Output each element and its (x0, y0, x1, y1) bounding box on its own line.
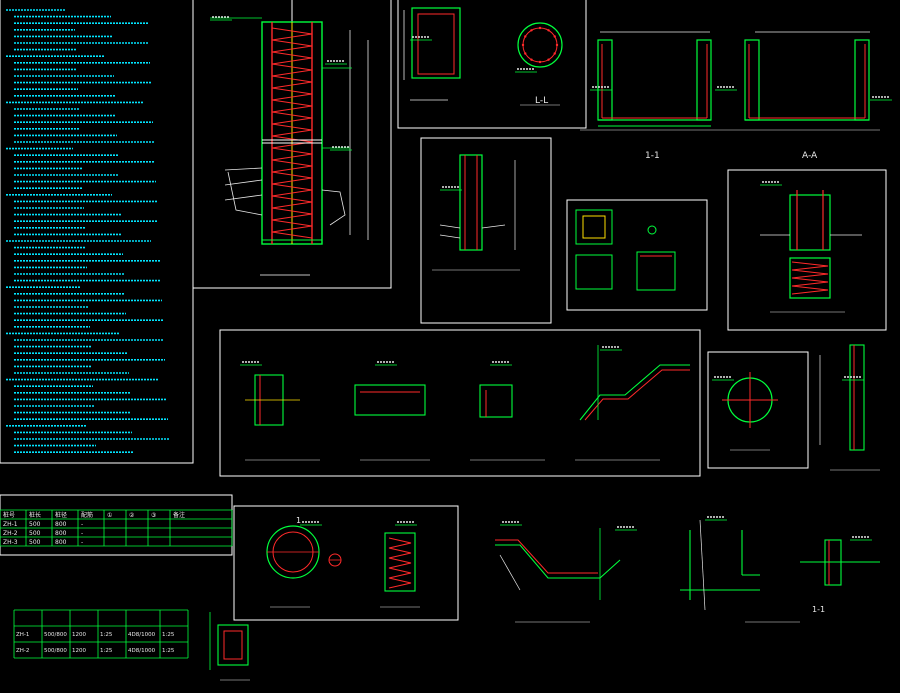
spiral-stirrup-path (791, 261, 829, 295)
pile-cap-drawing (432, 154, 520, 271)
frame-pile-section (233, 505, 459, 621)
small-detail-drawing (575, 209, 676, 291)
wall-section-1-1: 1-1 (580, 31, 720, 161)
table-cell: 800 (55, 530, 67, 537)
table-header-cell: 配筋 (81, 511, 93, 519)
table-cell: 800 (55, 521, 67, 528)
retaining-spiral (791, 261, 829, 295)
rebar-dot (530, 29, 533, 32)
table-cell: - (81, 539, 83, 546)
spiral-stirrup-path (388, 537, 412, 589)
table-cell: 1200 (72, 632, 86, 638)
rebar-dot (547, 29, 550, 32)
table-cell: 500/800 (44, 632, 67, 638)
bottom-right-detail: 1-1 (800, 539, 880, 614)
pile-section-spiral (388, 537, 412, 589)
table-cell: 4D8/1000 (128, 632, 156, 638)
section-label-a-a: A-A (802, 151, 818, 161)
circle-plan-drawing (722, 372, 778, 451)
rebar-dot (538, 26, 542, 30)
section-label-l-l: L-L (535, 96, 548, 106)
rebar-dot (538, 60, 542, 64)
notes-text-block (6, 9, 169, 454)
right-column-detail (819, 344, 880, 471)
table-cell: - (81, 530, 83, 537)
table-cell: 500 (29, 521, 41, 528)
retaining-detail-drawing (760, 190, 862, 313)
table-cell: ZH-3 (3, 539, 18, 546)
table-cell: ZH-1 (16, 632, 29, 638)
table-cell: ZH-2 (3, 530, 18, 537)
bottom-wall-detail (680, 519, 800, 623)
bottom-slope-detail (495, 528, 621, 623)
pile-schedule-table: 桩号 桩长 桩径 配筋 ① ② ③ 备注 ZH-1 500 800 - ZH-2 500 800 - ZH-3 5… (0, 509, 233, 547)
table-cell: ZH-1 (3, 521, 18, 528)
table-header-cell: 备注 (173, 511, 185, 519)
table-cell: 1:25 (162, 648, 175, 654)
table-cell: - (81, 521, 83, 528)
rebar-dot (555, 43, 559, 47)
pile-elevation-drawing (210, 0, 369, 276)
ring-rebar-dots (521, 26, 559, 64)
table-cell: 1:25 (100, 648, 113, 654)
table-header-cell: 桩长 (29, 511, 41, 519)
table-cell: 500 (29, 530, 41, 537)
top-section-drawing: L-L (403, 7, 563, 106)
frame-circle-plan (707, 351, 809, 469)
detail-mark: 1 (296, 516, 301, 525)
bottom-left-small-detail (209, 612, 250, 681)
table-cell: 800 (55, 539, 67, 546)
rebar-dot (524, 52, 527, 55)
frame-retaining (727, 169, 887, 331)
rebar-dot (553, 35, 556, 38)
table-cell: 500/800 (44, 648, 67, 654)
table-header-cell: 桩号 (3, 511, 15, 519)
frame-top-section (397, 0, 587, 129)
dimension-annotations (210, 16, 892, 541)
table-cell: 4D8/1000 (128, 648, 156, 654)
table-cell: 1200 (72, 648, 86, 654)
pile-section-drawing: 1 (266, 516, 420, 608)
table-cell: 1:25 (100, 632, 113, 638)
section-label-1-1: 1-1 (645, 151, 660, 161)
joint-details-drawing (245, 345, 690, 461)
table-header-cell: ① (107, 512, 112, 519)
rebar-dot (530, 58, 533, 61)
rebar-dot (524, 35, 527, 38)
rebar-dot (553, 52, 556, 55)
frame-pile-elevation (192, 0, 392, 289)
table-cell: 500 (29, 539, 41, 546)
spiral-stirrup-path (271, 27, 313, 239)
panel-frames (0, 0, 887, 621)
frame-small-detail (566, 199, 708, 311)
frame-pile-cap (420, 137, 552, 324)
rebar-dot (521, 43, 525, 47)
section-label-bottom-1-1: 1-1 (812, 605, 825, 614)
table-cell: ZH-2 (16, 648, 29, 654)
rebar-dot (547, 58, 550, 61)
table-header-cell: ② (129, 512, 135, 519)
table-cell: 1:25 (162, 632, 175, 638)
wall-section-a-a: A-A (720, 31, 880, 161)
frame-joint-details (219, 329, 701, 477)
pile-spiral-stirrup (271, 27, 313, 239)
table-header-cell: 桩径 (55, 511, 67, 519)
table-header-cell: ③ (151, 512, 156, 519)
